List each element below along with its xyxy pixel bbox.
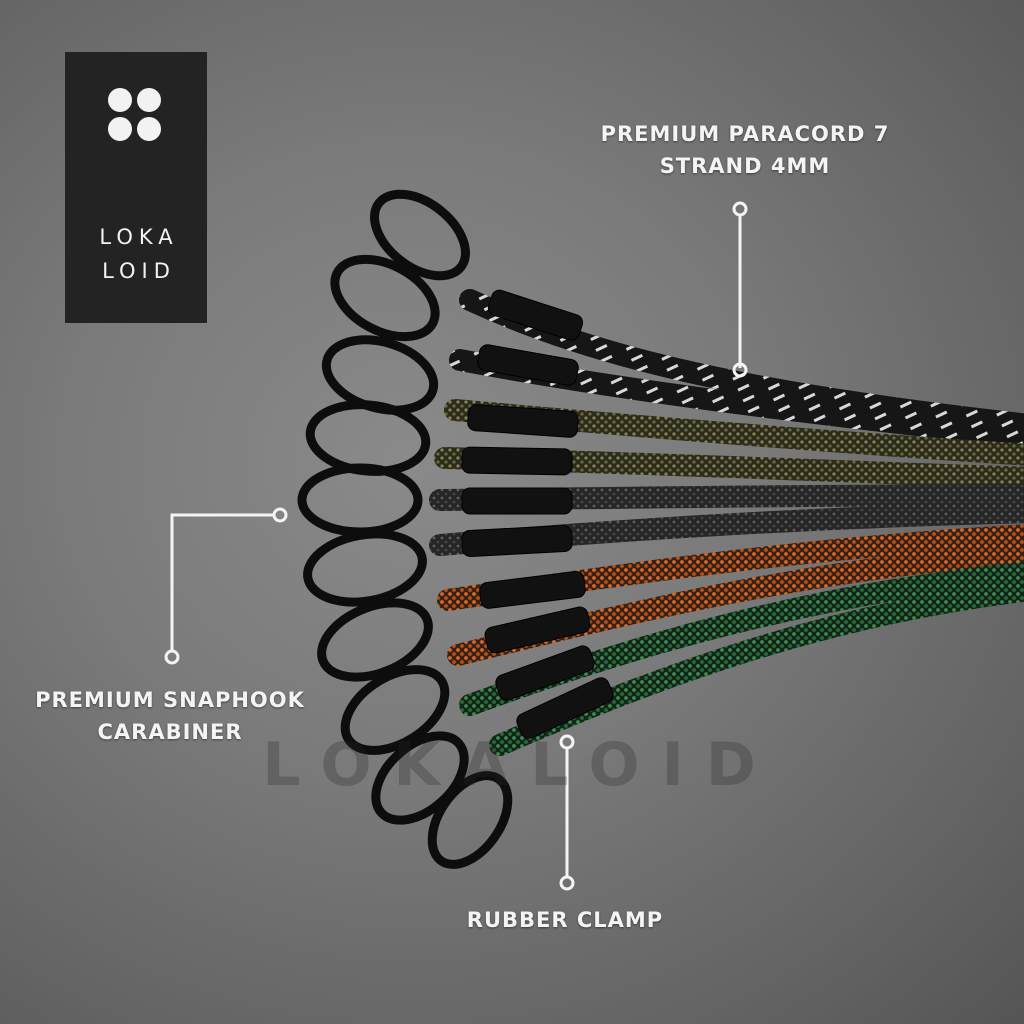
brand-logo: LOKA LOID [65,52,207,323]
logo-text-line2: LOID [102,259,176,283]
brand-watermark: LOKALOID [262,730,778,800]
snaphook-carabiners [297,189,513,869]
logo-text-line1: LOKA [99,225,179,249]
callout-paracord-line1: PREMIUM PARACORD 7 [600,122,890,146]
callout-snaphook-line2: CARABINER [97,720,243,744]
callout-paracord: PREMIUM PARACORD 7 STRAND 4MM [575,118,915,182]
callout-snaphook: PREMIUM SNAPHOOK CARABINER [20,684,320,748]
logo-dots-icon [108,88,164,144]
callout-rubber-clamp: RUBBER CLAMP [466,908,664,932]
callout-snaphook-line1: PREMIUM SNAPHOOK [35,688,305,712]
callout-leader-lines [164,201,748,891]
callout-paracord-line2: STRAND 4MM [659,154,831,178]
rubber-clamps [461,289,614,739]
